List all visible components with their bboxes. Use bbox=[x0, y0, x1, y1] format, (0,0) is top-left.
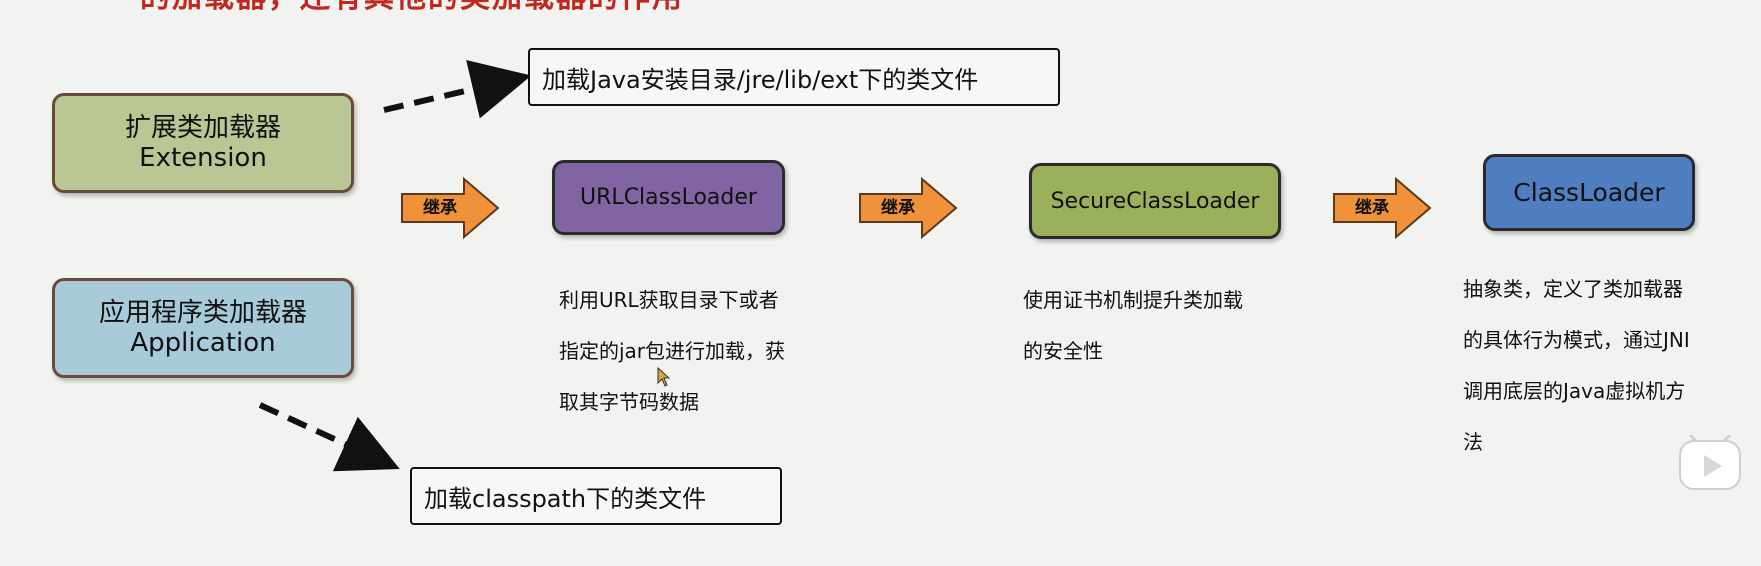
classloader-description: 抽象类，定义了类加载器 的具体行为模式，通过JNI 调用底层的Java虚拟机方 … bbox=[1463, 277, 1690, 454]
extension-note: 加载Java安装目录/jre/lib/ext下的类文件 bbox=[528, 48, 1060, 106]
inherit-arrow-shape bbox=[1333, 176, 1432, 240]
classloader-box: ClassLoader bbox=[1483, 154, 1695, 231]
inherit-label: 继承 bbox=[881, 198, 915, 218]
inherit-arrow-3: 继承 bbox=[1332, 176, 1432, 240]
application-loader-subtitle: Application bbox=[130, 328, 276, 358]
url-classloader-description: 利用URL获取目录下或者 指定的jar包进行加载，获 取其字节码数据 bbox=[559, 288, 786, 414]
extension-loader-subtitle: Extension bbox=[139, 143, 267, 173]
inherit-arrow-2: 继承 bbox=[858, 176, 958, 240]
secure-classloader-box: SecureClassLoader bbox=[1029, 163, 1281, 239]
extension-loader-title: 扩展类加载器 bbox=[124, 113, 281, 143]
url-classloader-box: URLClassLoader bbox=[552, 160, 785, 235]
inherit-arrow-1: 继承 bbox=[400, 176, 500, 240]
extension-note-connector bbox=[383, 59, 532, 119]
header-cut-text: 的加载器，还有其他的类加载器的作用 bbox=[140, 0, 684, 16]
application-loader-title: 应用程序类加载器 bbox=[98, 298, 307, 328]
inherit-arrow-shape bbox=[859, 176, 958, 240]
inherit-label: 继承 bbox=[423, 198, 457, 218]
application-note: 加载classpath下的类文件 bbox=[410, 467, 782, 525]
extension-loader-box: 扩展类加载器 Extension bbox=[52, 93, 354, 193]
inherit-label: 继承 bbox=[1355, 198, 1389, 218]
application-note-connector bbox=[258, 402, 400, 472]
secure-classloader-description: 使用证书机制提升类加载 的安全性 bbox=[1023, 288, 1243, 363]
play-icon[interactable] bbox=[1678, 435, 1742, 491]
inherit-arrow-shape bbox=[401, 176, 500, 240]
application-loader-box: 应用程序类加载器 Application bbox=[52, 278, 354, 378]
cursor-icon bbox=[657, 367, 671, 387]
